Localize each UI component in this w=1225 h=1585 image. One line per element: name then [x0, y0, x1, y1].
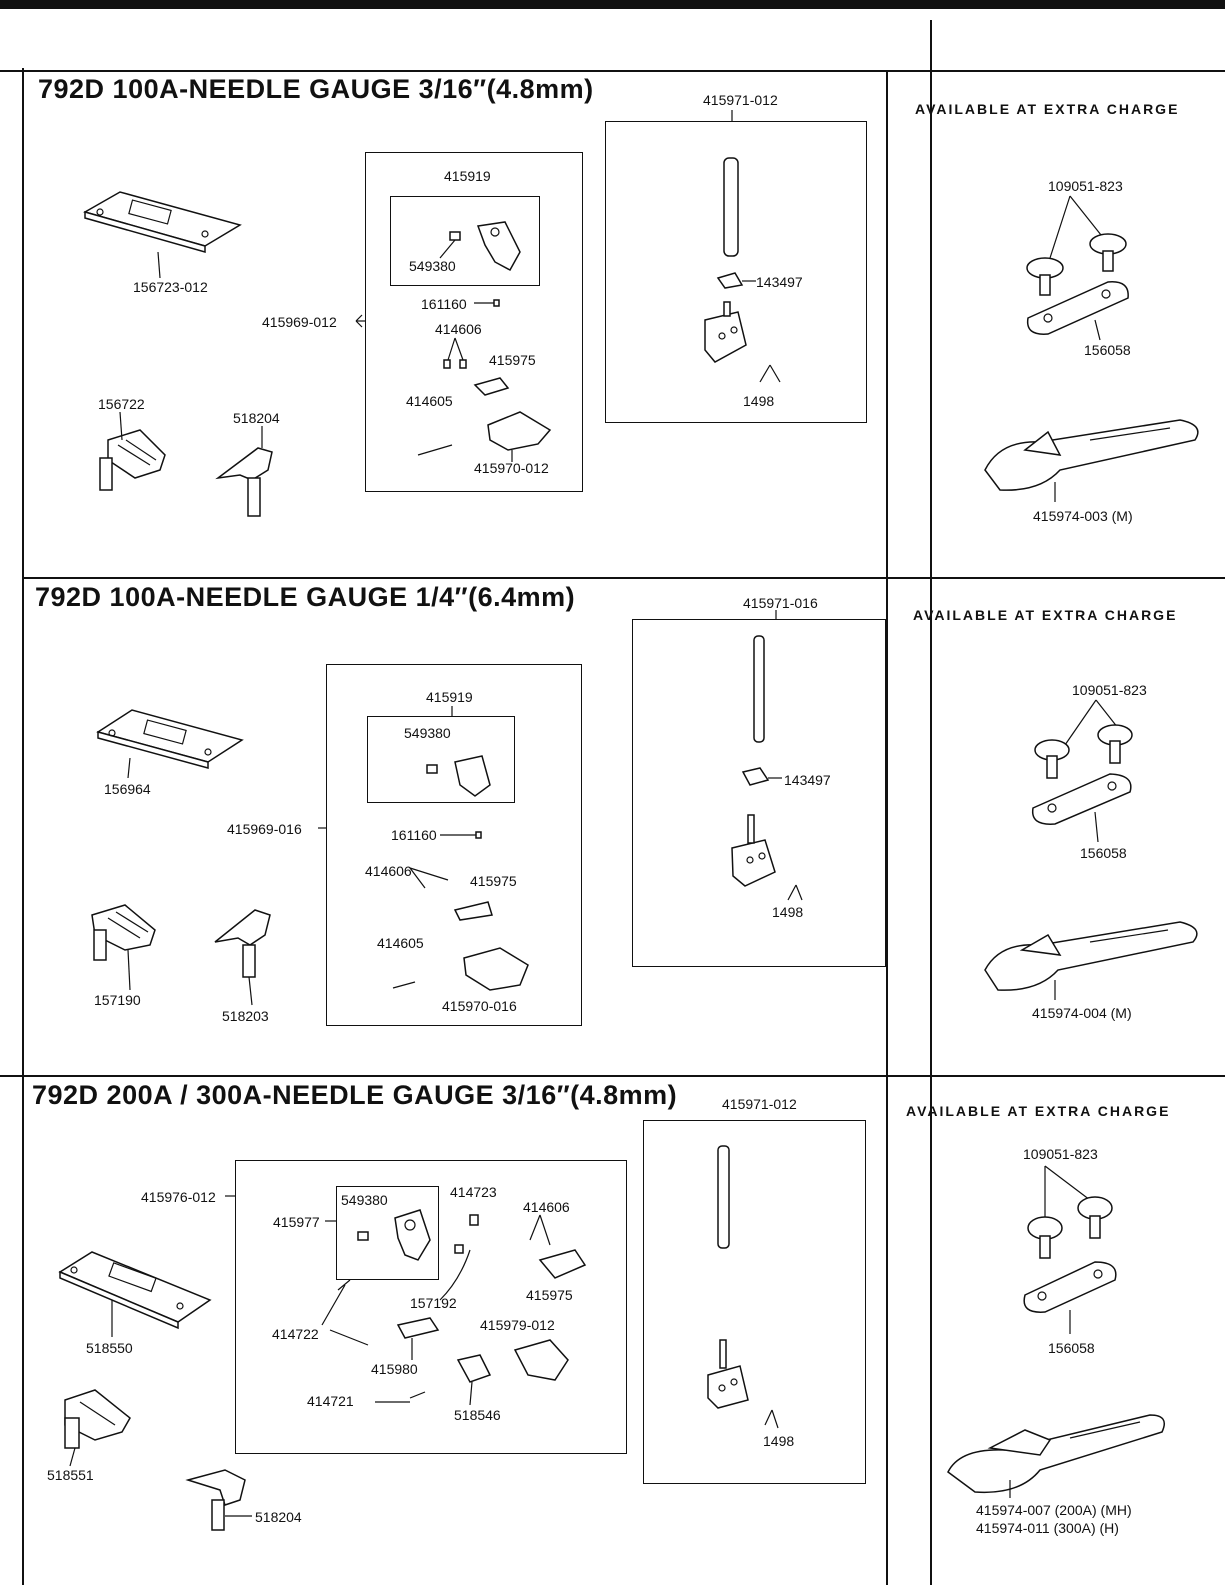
part-label: 415970-012 [474, 460, 549, 476]
part-label: 414606 [523, 1199, 570, 1215]
part-label: 156058 [1084, 342, 1131, 358]
part-label: 414606 [365, 863, 412, 879]
part-label: 1498 [772, 904, 804, 920]
section-2-rod-box [632, 619, 886, 967]
part-label: 414605 [377, 935, 424, 951]
part-label: 109051-823 [1072, 682, 1147, 698]
part-label: 415974-011 (300A) (H) [976, 1520, 1119, 1536]
part-label: 161160 [421, 296, 467, 312]
section-3-title: 792D 200A / 300A-NEEDLE GAUGE 3/16″(4.8m… [32, 1080, 678, 1110]
part-label: 415969-016 [227, 821, 302, 837]
part-label: 415975 [526, 1287, 573, 1303]
part-label: 549380 [404, 725, 451, 741]
section-3-rod-box [643, 1120, 866, 1484]
section-3-subassembly-box [336, 1186, 439, 1280]
part-label: 156722 [98, 396, 145, 412]
part-label: 415969-012 [262, 314, 337, 330]
part-label: 143497 [756, 274, 803, 290]
section-2-extra-header: AVAILABLE AT EXTRA CHARGE [913, 607, 1178, 623]
part-label: 415980 [371, 1361, 418, 1377]
part-label: 415976-012 [141, 1189, 216, 1205]
part-label: 415974-004 (M) [1032, 1005, 1132, 1021]
part-label: 156058 [1080, 845, 1127, 861]
section-divider-2 [0, 1075, 1225, 1077]
section-3-extra-header: AVAILABLE AT EXTRA CHARGE [906, 1103, 1171, 1119]
section-2-subassembly-box [367, 716, 515, 803]
section-2-title: 792D 100A-NEEDLE GAUGE 1/4″(6.4mm) [35, 582, 576, 612]
part-label: 518204 [233, 410, 280, 426]
section-1-assembly-box [365, 152, 583, 492]
part-label: 518550 [86, 1340, 133, 1356]
part-label: 1498 [763, 1433, 795, 1449]
feed-dog-drawing [99, 429, 166, 491]
part-label: 109051-823 [1023, 1146, 1098, 1162]
part-label: 415970-016 [442, 998, 517, 1014]
part-label: 157192 [410, 1295, 457, 1311]
section-3-assembly-box [235, 1160, 627, 1454]
part-label: 415975 [470, 873, 517, 889]
part-label: 156723-012 [133, 279, 208, 295]
part-label: 415919 [444, 168, 491, 184]
part-label: 415971-012 [722, 1096, 797, 1112]
part-label: 518546 [454, 1407, 501, 1423]
needle-plate-drawing [83, 191, 242, 253]
part-label: 414605 [406, 393, 453, 409]
part-label: 109051-823 [1048, 178, 1123, 194]
section-1-title: 792D 100A-NEEDLE GAUGE 3/16″(4.8mm) [38, 74, 594, 104]
section-divider-top [0, 70, 1225, 72]
presser-drawing [215, 447, 273, 517]
top-border-bar [0, 0, 1225, 9]
part-label: 518204 [255, 1509, 302, 1525]
part-label: 143497 [784, 772, 831, 788]
part-label: 1498 [743, 393, 775, 409]
section-2-assembly-box [326, 664, 582, 1026]
part-label: 156058 [1048, 1340, 1095, 1356]
left-frame-line [22, 68, 24, 1585]
part-label: 414722 [272, 1326, 319, 1342]
center-frame-line [886, 72, 888, 1585]
part-label: 157190 [94, 992, 141, 1008]
part-label: 415971-012 [703, 92, 778, 108]
part-label: 415979-012 [480, 1317, 555, 1333]
part-label: 415974-007 (200A) (MH) [976, 1502, 1132, 1518]
part-label: 161160 [391, 827, 437, 843]
part-label: 414723 [450, 1184, 497, 1200]
part-label: 415975 [489, 352, 536, 368]
part-label: 415974-003 (M) [1033, 508, 1133, 524]
part-label: 414606 [435, 321, 482, 337]
part-label: 518203 [222, 1008, 269, 1024]
clamp-drawing [449, 221, 521, 272]
right-frame-line [930, 20, 932, 1585]
part-label: 549380 [341, 1192, 388, 1208]
needle-plate-drawing [96, 709, 244, 769]
section-divider-1 [22, 577, 1225, 579]
part-label: 414721 [307, 1393, 354, 1409]
part-label: 415971-016 [743, 595, 818, 611]
section-1-subassembly-box [390, 196, 540, 286]
part-label: 415919 [426, 689, 473, 705]
part-label: 156964 [104, 781, 151, 797]
part-label: 549380 [409, 258, 456, 274]
part-label: 518551 [47, 1467, 94, 1483]
section-1-rod-box [605, 121, 867, 423]
section-1-extra-header: AVAILABLE AT EXTRA CHARGE [915, 101, 1180, 117]
part-label: 415977 [273, 1214, 320, 1230]
